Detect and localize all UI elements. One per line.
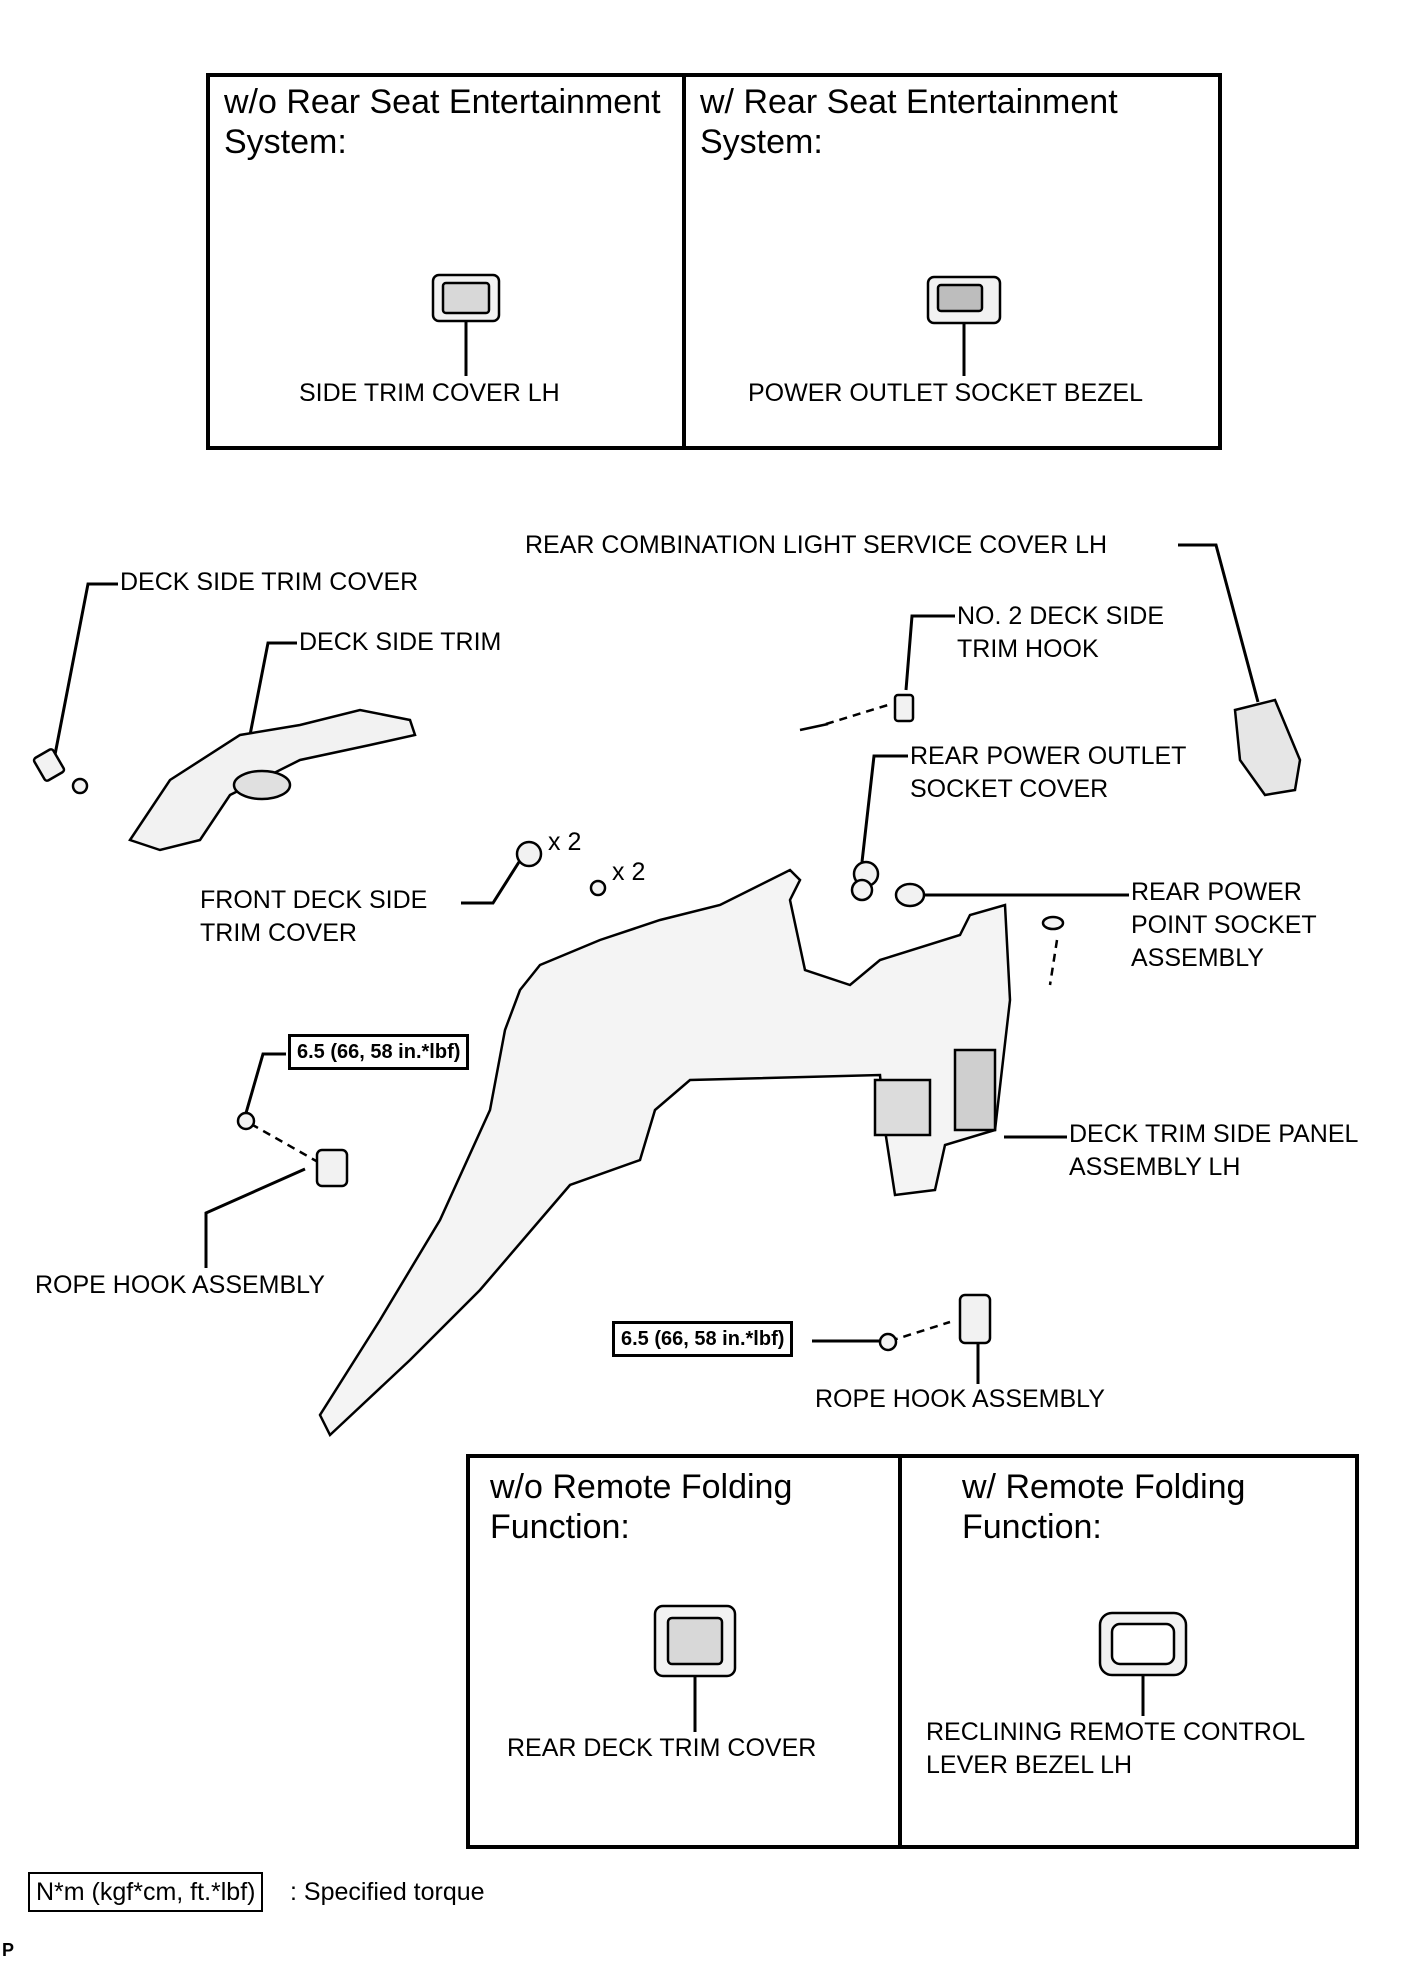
torque-spec-left: 6.5 (66, 58 in.*lbf) bbox=[288, 1034, 470, 1070]
rear-power-point-label: REAR POWER POINT SOCKET ASSEMBLY bbox=[1131, 878, 1317, 972]
deck-side-trim-label: DECK SIDE TRIM bbox=[299, 628, 502, 656]
deck-trim-side-panel-label: DECK TRIM SIDE PANEL ASSEMBLY LH bbox=[1069, 1120, 1359, 1181]
deck-side-trim-cover-label: DECK SIDE TRIM COVER bbox=[120, 568, 419, 596]
rope-hook-left-label: ROPE HOOK ASSEMBLY bbox=[35, 1271, 325, 1299]
top-variant-divider bbox=[682, 73, 686, 450]
torque-spec-right: 6.5 (66, 58 in.*lbf) bbox=[612, 1321, 794, 1357]
rear-combination-light-cover-label: REAR COMBINATION LIGHT SERVICE COVER LH bbox=[525, 531, 1108, 559]
top-left-title: w/o Rear Seat Entertainment System: bbox=[224, 83, 661, 161]
side-trim-cover-label: SIDE TRIM COVER LH bbox=[299, 379, 560, 407]
rear-deck-trim-cover-label: REAR DECK TRIM COVER bbox=[507, 1734, 817, 1762]
no2-hook-label: NO. 2 DECK SIDE TRIM HOOK bbox=[957, 602, 1164, 663]
bottom-variant-box bbox=[466, 1454, 1359, 1849]
rope-hook-right-label: ROPE HOOK ASSEMBLY bbox=[815, 1385, 1105, 1413]
bottom-left-title: w/o Remote Folding Function: bbox=[490, 1468, 793, 1546]
bottom-right-title: w/ Remote Folding Function: bbox=[962, 1468, 1246, 1546]
qty-label-screw: x 2 bbox=[612, 858, 646, 886]
power-outlet-bezel-label: POWER OUTLET SOCKET BEZEL bbox=[748, 379, 1143, 407]
torque-legend-key: N*m (kgf*cm, ft.*lbf) bbox=[28, 1872, 264, 1912]
bottom-variant-divider bbox=[898, 1454, 902, 1849]
torque-legend-text: : Specified torque bbox=[290, 1878, 485, 1906]
rear-power-outlet-cover-label: REAR POWER OUTLET SOCKET COVER bbox=[910, 742, 1187, 803]
top-variant-box bbox=[206, 73, 1222, 450]
figure-id: P bbox=[2, 1940, 15, 1960]
front-deck-side-trim-cover-label: FRONT DECK SIDE TRIM COVER bbox=[200, 886, 428, 947]
reclining-bezel-label: RECLINING REMOTE CONTROL LEVER BEZEL LH bbox=[926, 1718, 1306, 1779]
top-right-title: w/ Rear Seat Entertainment System: bbox=[700, 83, 1118, 161]
qty-label-clip: x 2 bbox=[548, 828, 582, 856]
